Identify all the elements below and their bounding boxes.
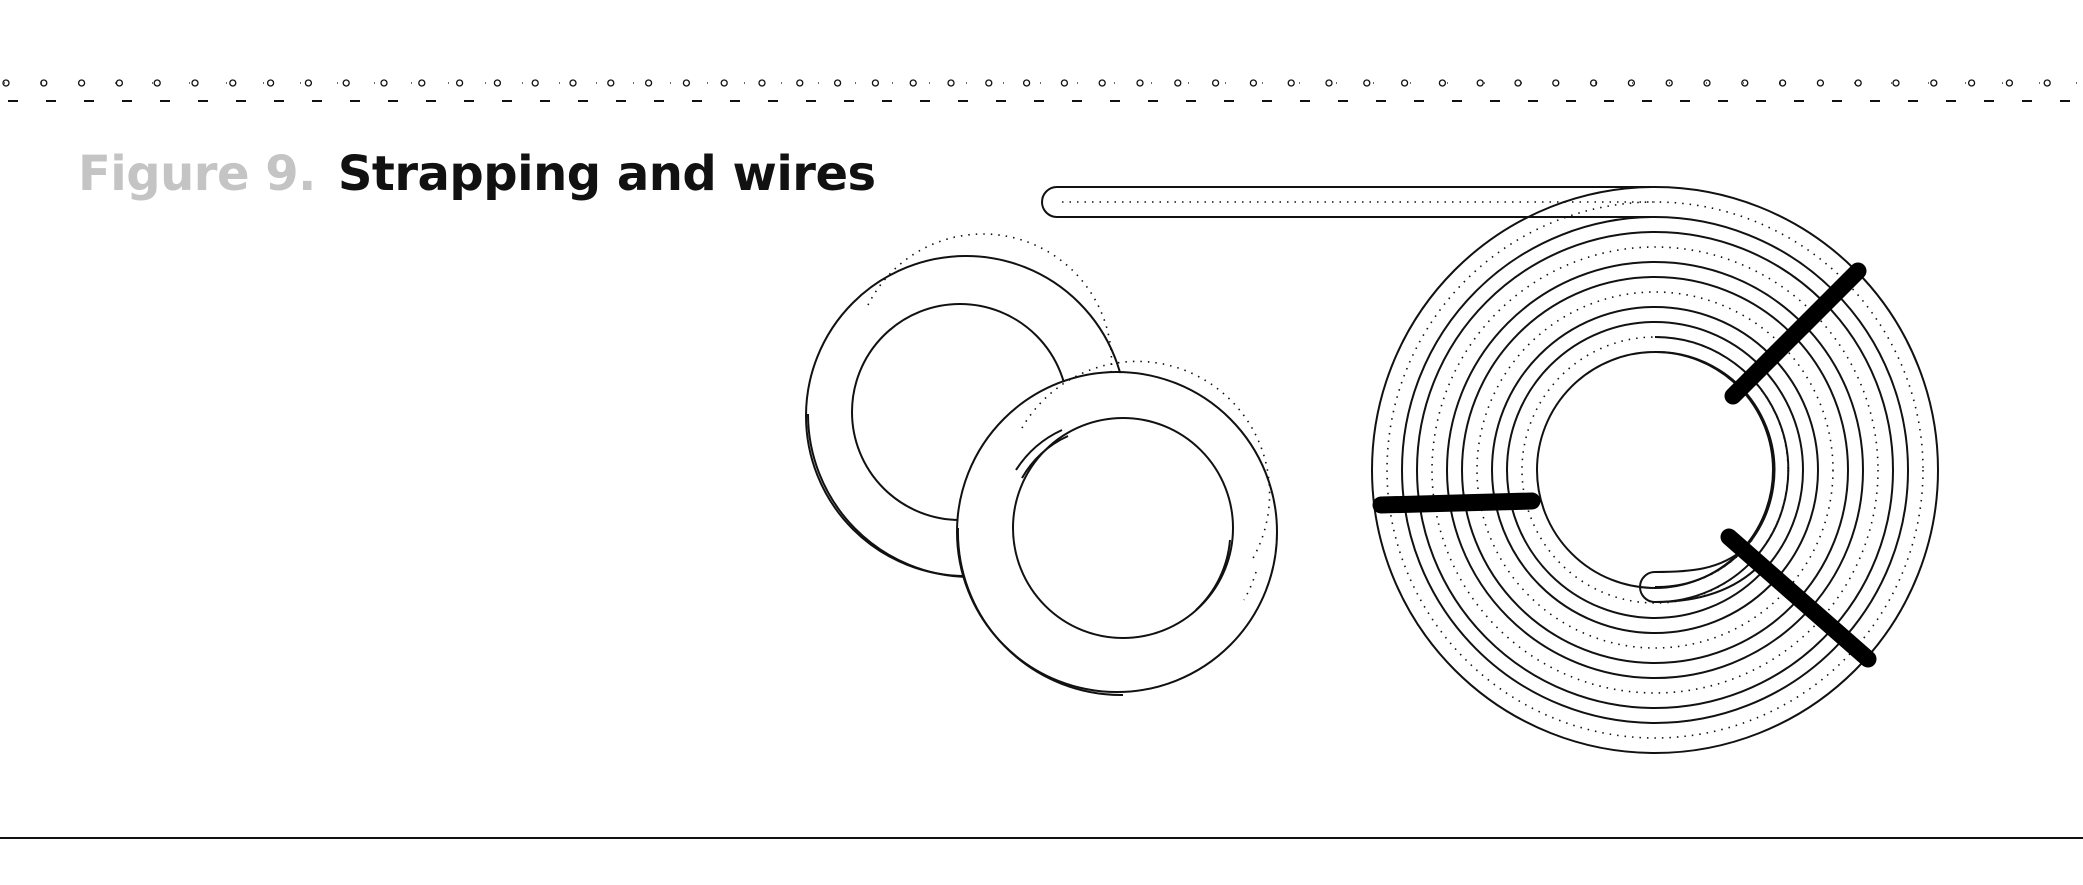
figure-heading: Figure 9.Strapping and wires [78,150,876,198]
border-dot [1892,79,1900,87]
border-dot [569,79,577,87]
border-dot [1589,79,1598,87]
border-dot [1476,79,1484,87]
border-dot [644,79,653,87]
border-dot [985,79,993,87]
border-dot [493,79,502,87]
border-dot [1400,79,1409,87]
border-dot [2005,79,2014,87]
border-dot [833,79,842,87]
border-dot [1174,79,1182,87]
border-dot [229,79,237,87]
border-dot [1778,79,1787,87]
border-dot [1325,79,1333,87]
coil-wire [1041,186,1939,754]
coil-straps [1372,262,1877,668]
strap-lower-right [1720,528,1877,668]
border-dot [418,79,426,87]
top-border-decoration [0,79,2083,102]
border-dot [153,79,161,87]
border-dot [1060,79,1069,87]
strapped-wire-coil [1041,186,1939,754]
strap-left [1372,492,1541,514]
border-dot [2,79,10,87]
border-dot [796,79,804,87]
border-dot [1703,79,1711,87]
border-dot [1816,79,1825,87]
border-dot [758,79,766,87]
border-dot [342,79,350,87]
border-dot [1287,79,1295,87]
border-dot [40,79,48,87]
border-dot [1211,79,1220,87]
loose-wire-rings [805,233,1278,697]
border-dot [115,79,124,87]
border-dot [380,79,388,87]
border-dot [607,79,615,87]
border-dot [266,79,275,87]
border-dot [1098,79,1106,87]
border-dot [304,79,313,87]
strap-upper-right [1724,262,1867,405]
border-dot [682,79,691,87]
border-dot [2043,79,2051,87]
border-dot [1930,79,1938,87]
border-dot [1249,79,1258,87]
border-dot [1438,79,1447,87]
border-dot [531,79,539,87]
border-dot [1854,79,1862,87]
border-dot [1665,79,1673,87]
border-dot [1514,79,1522,87]
border-dot [720,79,728,87]
border-dot [1022,79,1031,87]
front-wire-ring [956,360,1278,697]
border-dot [1627,79,1636,87]
figure-number: Figure 9. [78,146,316,202]
border-dot [947,79,955,87]
border-dot [191,79,199,87]
border-dot [455,79,464,87]
border-dot [1741,79,1749,87]
border-dot [1552,79,1560,87]
border-dot [909,79,917,87]
border-dot [1136,79,1144,87]
border-dot [77,79,86,87]
border-dot [1967,79,1976,87]
border-dot [1363,79,1371,87]
figure-caption: Strapping and wires [337,146,876,202]
border-dot [871,79,880,87]
